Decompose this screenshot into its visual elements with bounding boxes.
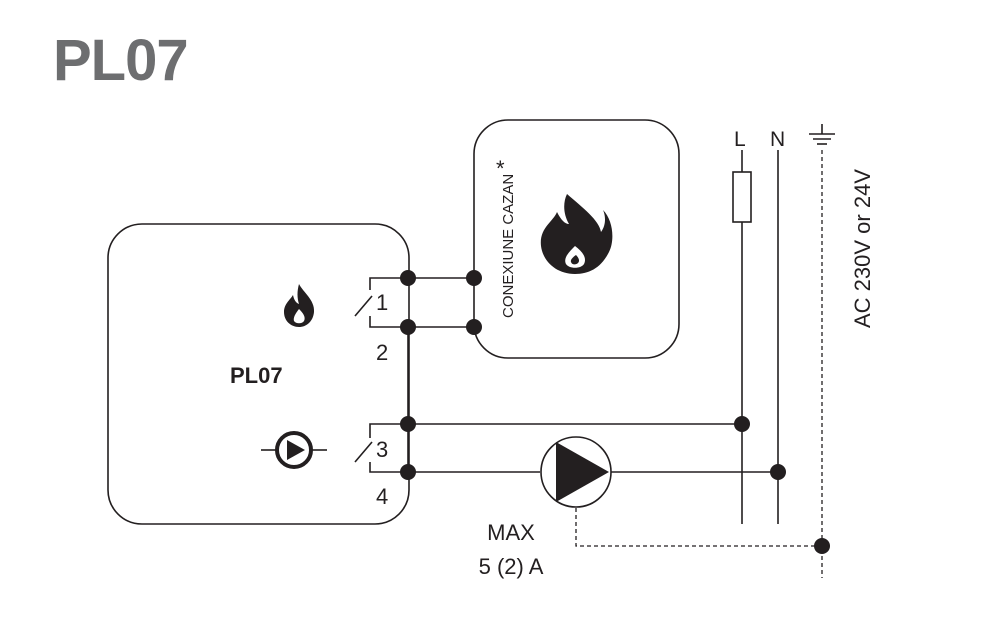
neutral-label: N [770,128,785,151]
terminal-3-label: 3 [376,437,388,462]
boiler-connection-asterisk: * [496,156,505,181]
relay-contact-1-2 [354,277,408,328]
page-title: PL07 [53,28,188,93]
thermostat-box [107,223,410,525]
relay-contact-3-4 [354,423,408,473]
pump-max-label: MAX [487,520,535,545]
flame-icon [284,284,315,327]
boiler-flame-icon [540,194,613,274]
boiler-connection-label: CONEXIUNE CAZAN [500,174,517,318]
ground-icon [809,124,835,145]
terminal-4-label: 4 [376,484,388,509]
pump-earth-wire [575,508,822,547]
connection-dots [400,270,830,554]
fuse-icon [732,171,752,223]
voltage-label: AC 230V or 24V [850,169,875,328]
device-label: PL07 [230,363,283,388]
boiler-connection-wires [407,277,474,472]
pump-icon [261,431,327,469]
pump-symbol [540,436,612,508]
pump-current-label: 5 (2) A [479,554,544,579]
terminal-1-label: 1 [376,290,388,315]
line-label: L [734,128,746,151]
terminal-2-label: 2 [376,340,388,365]
